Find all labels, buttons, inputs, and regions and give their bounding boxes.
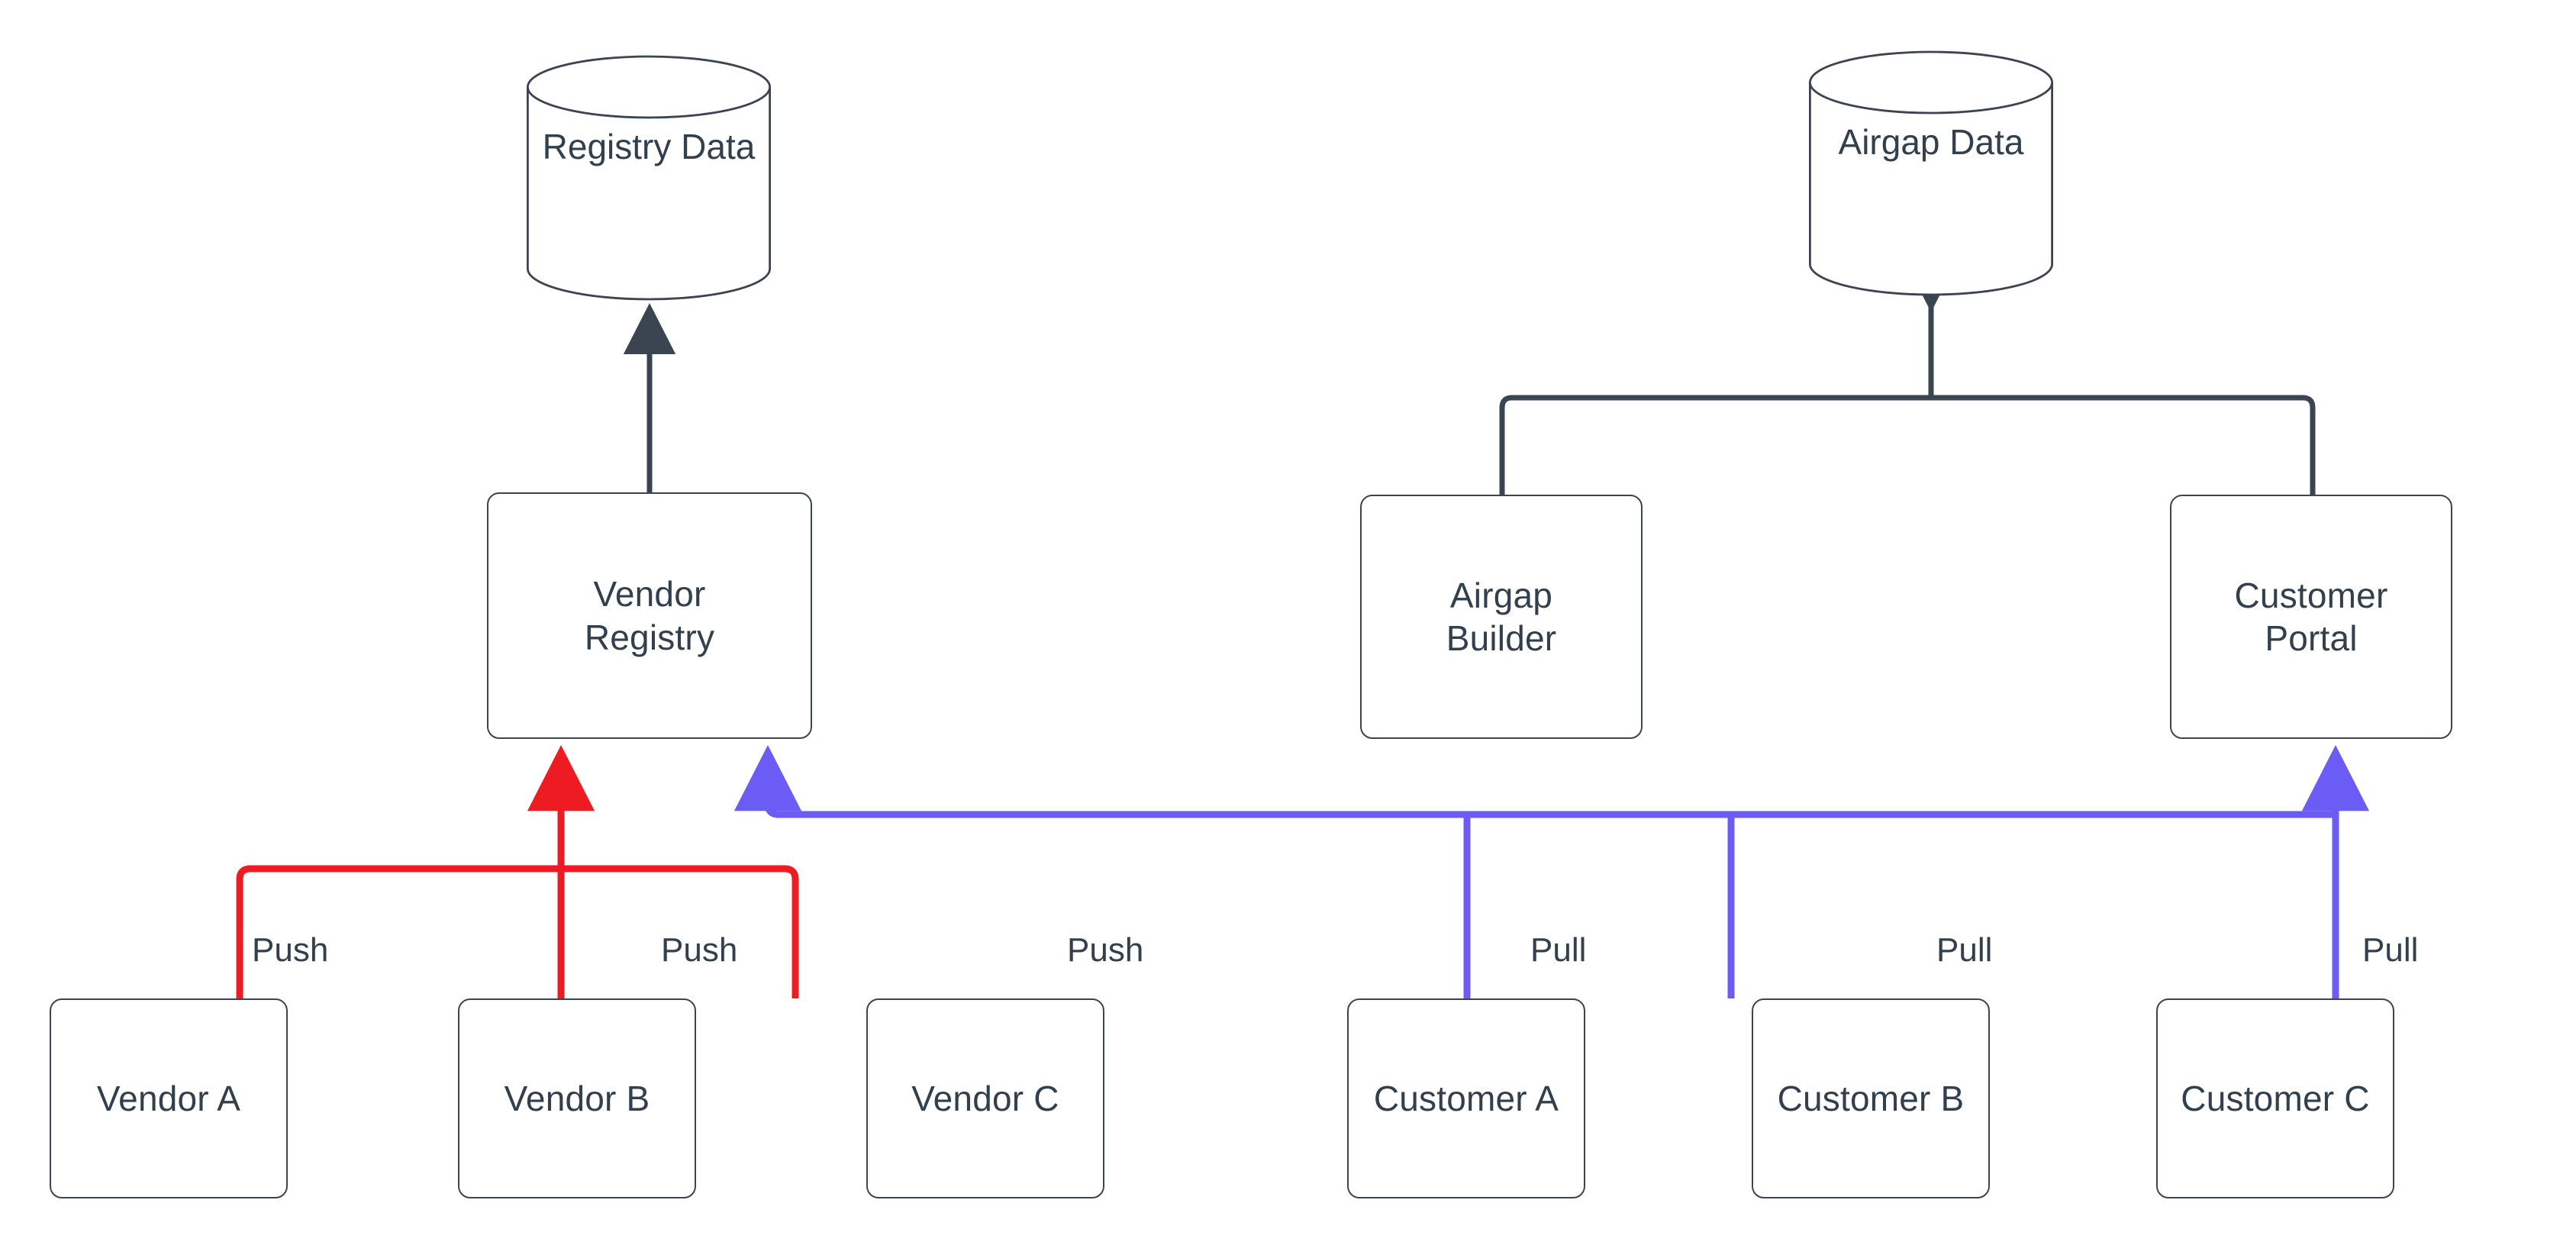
datastore-airgap-data[interactable]: Airgap Data	[1809, 50, 2053, 296]
node-vendor-b[interactable]: Vendor B	[458, 998, 696, 1198]
node-customer-a[interactable]: Customer A	[1347, 998, 1585, 1198]
cylinder-shape	[1809, 50, 2053, 296]
datastore-label-line1: Registry	[542, 127, 672, 166]
node-label: Customer C	[2181, 1078, 2370, 1118]
node-customer-c[interactable]: Customer C	[2156, 998, 2394, 1198]
node-vendor-c[interactable]: Vendor C	[866, 998, 1104, 1198]
node-label-line1: Airgap	[1449, 575, 1553, 615]
node-vendor-registry[interactable]: Vendor Registry	[487, 492, 812, 739]
edge-pull-bus	[764, 752, 2336, 818]
node-airgap-builder[interactable]: Airgap Builder	[1360, 495, 1643, 739]
node-label-line2: Builder	[1446, 618, 1557, 658]
node-customer-b[interactable]: Customer B	[1752, 998, 1990, 1198]
node-label: Customer A	[1373, 1078, 1559, 1118]
node-label-line1: Vendor	[593, 574, 706, 614]
datastore-registry-data[interactable]: Registry Data	[527, 55, 771, 301]
edge-customer-portal-to-airgap-data	[1931, 395, 2316, 495]
node-label-line2: Portal	[2265, 618, 2358, 658]
edge-label-push-vendor-b: Push	[661, 931, 738, 969]
node-label: Vendor B	[504, 1078, 650, 1118]
node-vendor-a[interactable]: Vendor A	[50, 998, 288, 1198]
node-label-line1: Customer	[2234, 575, 2388, 615]
edge-label-pull-customer-b: Pull	[1936, 931, 1993, 969]
cylinder-shape	[527, 55, 771, 301]
node-label-line2: Registry	[584, 617, 715, 657]
edge-label-pull-customer-a: Pull	[1530, 931, 1587, 969]
edge-label-pull-customer-c: Pull	[2362, 931, 2419, 969]
node-label: Vendor A	[96, 1078, 241, 1118]
datastore-label-line2: Data	[681, 127, 756, 166]
edge-airgap-builder-to-airgap-data	[1499, 395, 1931, 495]
node-label: Vendor C	[911, 1078, 1059, 1118]
edge-label-push-vendor-c: Push	[1067, 931, 1144, 969]
node-customer-portal[interactable]: Customer Portal	[2170, 495, 2452, 739]
datastore-label-line2: Data	[1949, 122, 2024, 162]
edge-push-bus	[236, 865, 799, 998]
datastore-label-line1: Airgap	[1838, 122, 1940, 162]
node-label: Customer B	[1777, 1078, 1965, 1118]
edge-label-push-vendor-a: Push	[252, 931, 329, 969]
